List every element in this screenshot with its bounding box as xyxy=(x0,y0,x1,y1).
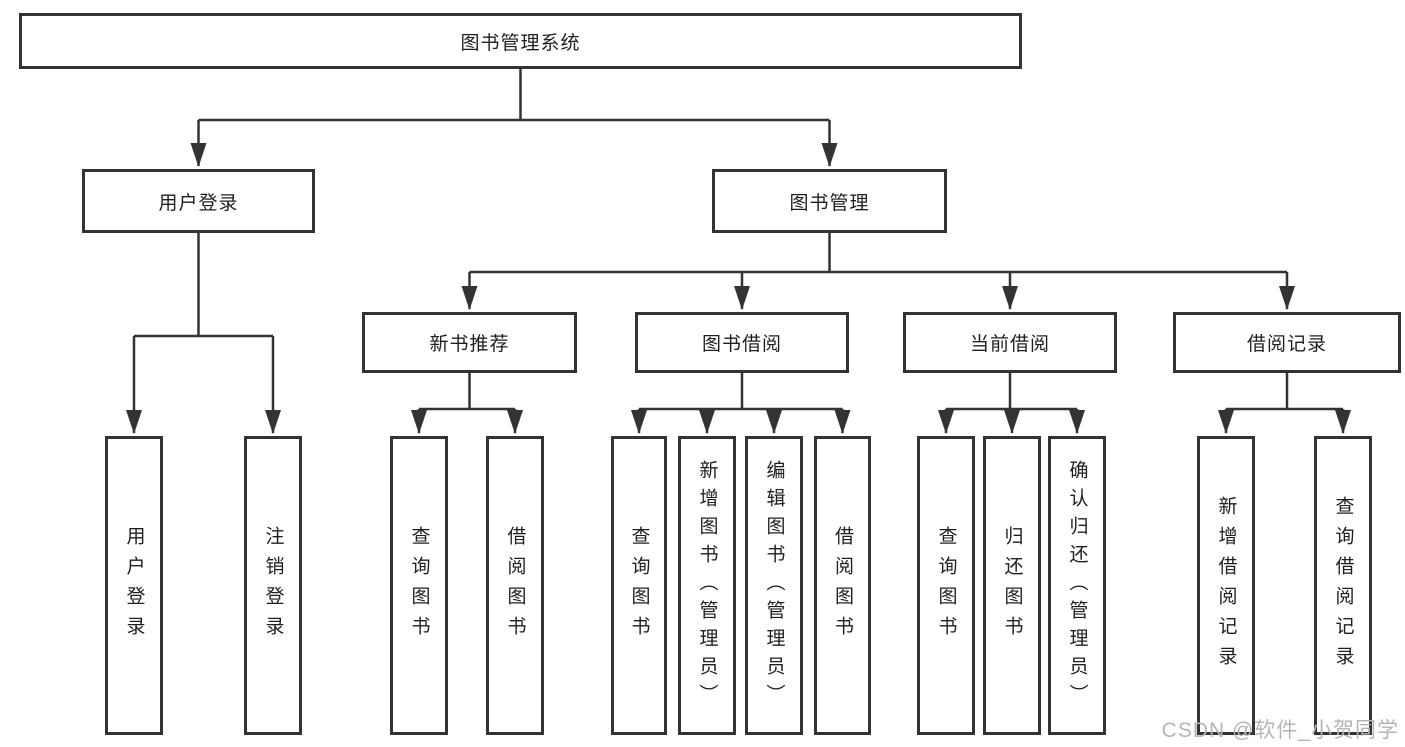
leaf-query-books-borrowing: 查询图书 xyxy=(611,436,667,735)
leaf-borrow-books-recommend: 借阅图书 xyxy=(486,436,544,735)
leaf-edit-books-admin: 编辑图书（管理员） xyxy=(745,436,803,735)
leaf-add-borrow-record: 新增借阅记录 xyxy=(1197,436,1255,735)
node-user-login: 用户登录 xyxy=(82,169,315,233)
node-borrowing-records: 借阅记录 xyxy=(1173,312,1401,373)
node-book-management: 图书管理 xyxy=(712,169,947,233)
csdn-watermark: CSDN @软件_小贺同学 xyxy=(1161,719,1399,742)
node-book-borrowing: 图书借阅 xyxy=(635,312,849,373)
leaf-borrow-books-borrowing: 借阅图书 xyxy=(814,436,871,735)
node-new-book-recommend: 新书推荐 xyxy=(362,312,577,373)
node-root-system: 图书管理系统 xyxy=(19,13,1022,69)
leaf-query-books-recommend: 查询图书 xyxy=(390,436,448,735)
node-current-borrowing: 当前借阅 xyxy=(903,312,1117,373)
leaf-add-books-admin: 新增图书（管理员） xyxy=(678,436,736,735)
leaf-return-books: 归还图书 xyxy=(983,436,1041,735)
leaf-query-borrow-record: 查询借阅记录 xyxy=(1314,436,1372,735)
leaf-confirm-return-admin: 确认归还（管理员） xyxy=(1048,436,1106,735)
leaf-logout: 注销登录 xyxy=(244,436,302,735)
leaf-query-books-current: 查询图书 xyxy=(917,436,975,735)
leaf-user-login: 用户登录 xyxy=(105,436,163,735)
